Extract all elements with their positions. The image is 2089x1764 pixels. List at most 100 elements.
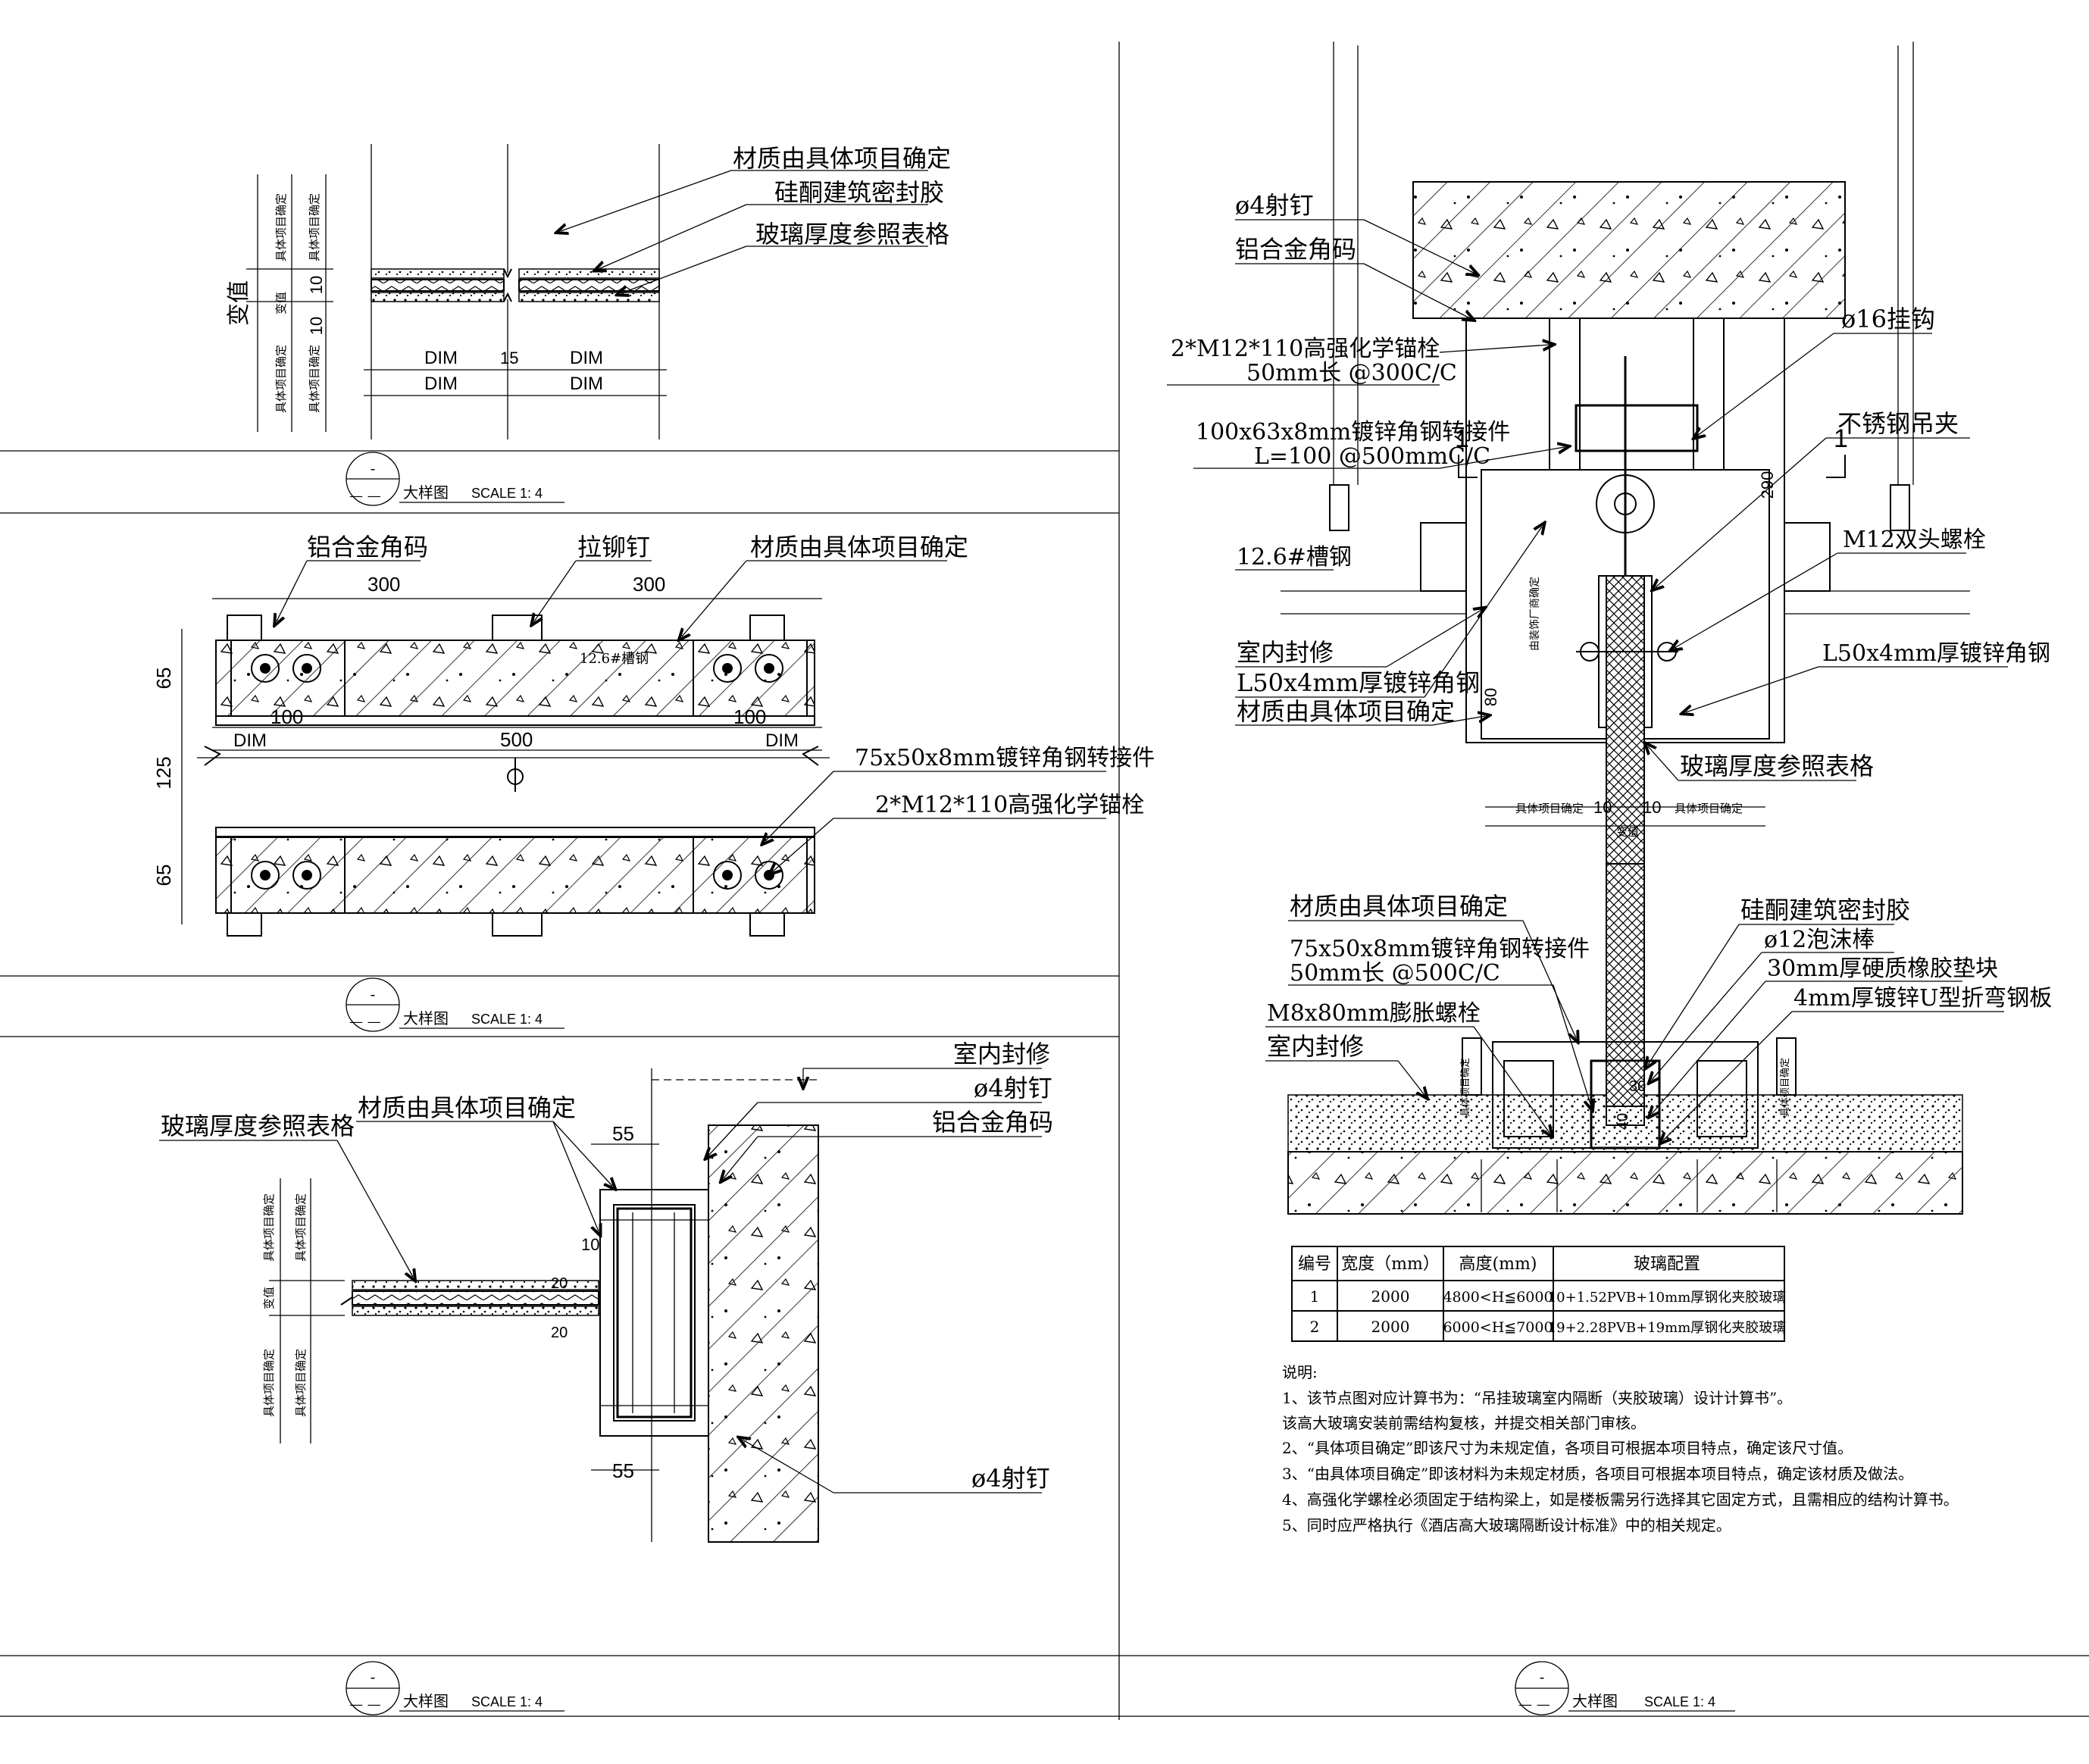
- callout-label: 2*M12*110高强化学锚栓: [1171, 336, 1440, 362]
- angle-connector: [1697, 1060, 1747, 1137]
- aluminium-clip: [227, 912, 262, 937]
- callout-label: 材质由具体项目确定: [1237, 697, 1455, 726]
- callout-label: 2*M12*110高强化学锚栓: [875, 792, 1144, 818]
- caption-title: 大样图: [403, 1692, 449, 1710]
- angle-connector: [230, 837, 346, 914]
- callout-label: M12双头螺栓: [1843, 527, 1986, 553]
- callout-label: 室内封修: [953, 1040, 1050, 1068]
- dim-label: 具体项目确定: [308, 193, 321, 261]
- dim-label: 55: [612, 1122, 634, 1145]
- table-cell: 2000: [1371, 1287, 1410, 1306]
- note-line: 5、同时应严格执行《酒店高大玻璃隔断设计标准》中的相关规定。: [1282, 1516, 1731, 1534]
- aluminium-clip: [227, 615, 262, 641]
- callout-label: 材质由具体项目确定: [1290, 892, 1508, 921]
- callout-label: 室内封修: [1267, 1032, 1364, 1061]
- note-line: 1、该节点图对应计算书为：“吊挂玻璃室内隔断（夹胶玻璃）设计计算书”。: [1282, 1389, 1792, 1407]
- detail-c-wall-edge-section: 55 55 10 20 20 具体项目确定 具体项目确定 具体项目确定 具体项目…: [159, 1040, 1053, 1543]
- angle-bracket: [1549, 317, 1581, 471]
- svg-text:— —: — —: [349, 1697, 381, 1712]
- angle-connector: [1503, 1060, 1554, 1137]
- caption-detail-a: - — — 大样图 SCALE 1: 4: [346, 452, 564, 506]
- callout-label: 材质由具体项目确定: [358, 1093, 576, 1122]
- dim-label: 具体项目确定: [294, 1349, 308, 1417]
- dim-label: 500: [500, 728, 533, 751]
- dim-label: 具体项目确定: [274, 345, 288, 413]
- table-cell: 10+1.52PVB+10mm厚钢化夹胶玻璃: [1548, 1290, 1787, 1306]
- side-label: 变值: [226, 280, 252, 326]
- note-line: 说明:: [1282, 1363, 1318, 1381]
- dim-label: 80: [1481, 688, 1500, 706]
- glass-spec-table: 编号 宽度（mm） 高度(mm) 玻璃配置 1 2000 4800<H≦6000…: [1291, 1246, 1787, 1342]
- dim-label: 具体项目确定: [1780, 1058, 1791, 1117]
- caption-scale: SCALE 1: 4: [471, 1694, 543, 1709]
- dim-label: 15: [500, 349, 518, 368]
- glass-pane-right: [518, 279, 660, 292]
- caption-scale: SCALE 1: 4: [471, 1012, 543, 1027]
- svg-text:— —: — —: [349, 488, 381, 504]
- dim-label: DIM: [424, 374, 458, 394]
- dim-label: 10: [1643, 798, 1661, 817]
- callout-label: 50mm长 @300C/C: [1246, 360, 1457, 386]
- steel-channel: [1784, 522, 1831, 592]
- callout-label: ø4射钉: [971, 1464, 1050, 1493]
- steel-channel-bottom: [215, 827, 815, 837]
- callout-label: 室内封修: [1237, 638, 1334, 667]
- sealant-strip: [371, 292, 505, 302]
- inner-label: 12.6#槽钢: [580, 651, 649, 667]
- anchor-bolt-icon: [251, 654, 280, 683]
- glass-pane: [1606, 863, 1645, 1077]
- dim-label: 具体项目确定: [1675, 802, 1743, 815]
- rubber-block: [1606, 1106, 1645, 1126]
- note-line: 该高大玻璃安装前需结构复核，并提交相关部门审核。: [1282, 1414, 1646, 1432]
- caption-symbol: -: [1540, 1668, 1545, 1686]
- dim-label: DIM: [570, 374, 603, 394]
- callout-label: 100x63x8mm镀锌角钢转接件: [1196, 419, 1510, 446]
- note-line: 4、高强化学螺栓必须固定于结构梁上，如是楼板需另行选择其它固定方式，且需相应的结…: [1282, 1490, 1959, 1509]
- dim-label: 20: [551, 1275, 568, 1292]
- dim-label: DIM: [570, 348, 603, 368]
- callout-label: ø4射钉: [1235, 191, 1314, 220]
- dim-label: 变值: [1616, 825, 1639, 839]
- caption-title: 大样图: [403, 483, 449, 502]
- anchor-bolt-icon: [713, 654, 742, 683]
- callout-label: ø16挂钩: [1841, 305, 1935, 333]
- hanger-plate: [1575, 404, 1699, 452]
- callout-label: ø12泡沫棒: [1764, 927, 1875, 953]
- dim-label: DIM: [233, 730, 267, 751]
- svg-text:— —: — —: [349, 1014, 381, 1030]
- hook-icon: [507, 758, 524, 792]
- dim-label: 40: [1615, 1113, 1631, 1130]
- glass-pane: [352, 1290, 599, 1306]
- callout-label: L=100 @500mmC/C: [1254, 443, 1490, 470]
- dim-label: 具体项目确定: [262, 1349, 276, 1417]
- dim-label: 125: [152, 756, 175, 789]
- callout-label: 玻璃厚度参照表格: [1680, 752, 1874, 780]
- callout-label: 50mm长 @500C/C: [1290, 960, 1500, 987]
- dim-label: 具体项目确定: [1460, 1058, 1471, 1117]
- anchor-bolt-icon: [292, 654, 321, 683]
- callout-label: 玻璃厚度参照表格: [755, 220, 949, 249]
- angle-connector: [230, 640, 346, 717]
- steel-channel-top: [215, 715, 815, 726]
- caption-title: 大样图: [1572, 1692, 1618, 1710]
- detail-d-hanging-head-section: 1 1 290 80 由装饰厂商确定 具体项目确定 具体项目确定 10 10 变…: [1167, 42, 2050, 902]
- table-cell: 19+2.28PVB+19mm厚钢化夹胶玻璃: [1548, 1320, 1787, 1336]
- sealant-strip: [371, 268, 505, 279]
- dim-label: 具体项目确定: [308, 345, 321, 413]
- inner-label: 由装饰厂商确定: [1529, 577, 1541, 651]
- dim-label: 55: [612, 1459, 634, 1482]
- section-mark: 1: [1834, 424, 1848, 453]
- finish-board: [1776, 1037, 1797, 1096]
- joint-gap: [503, 268, 512, 302]
- glass-pane: [1606, 575, 1645, 902]
- dim-label: 100: [271, 705, 303, 728]
- dim-label: 具体项目确定: [262, 1193, 276, 1262]
- callout-label: 铝合金角码: [932, 1108, 1053, 1137]
- callout-label: 75x50x8mm镀锌角钢转接件: [1290, 936, 1590, 962]
- caption-title: 大样图: [403, 1009, 449, 1027]
- dim-label: 具体项目确定: [294, 1193, 308, 1262]
- callout-label: 不锈钢吊夹: [1837, 409, 1959, 438]
- note-line: 3、“由具体项目确定”即该材料为未规定材质，各项目可根据本项目特点，确定该材质及…: [1282, 1465, 1913, 1483]
- callout-label: 30mm厚硬质橡胶垫块: [1767, 956, 1998, 982]
